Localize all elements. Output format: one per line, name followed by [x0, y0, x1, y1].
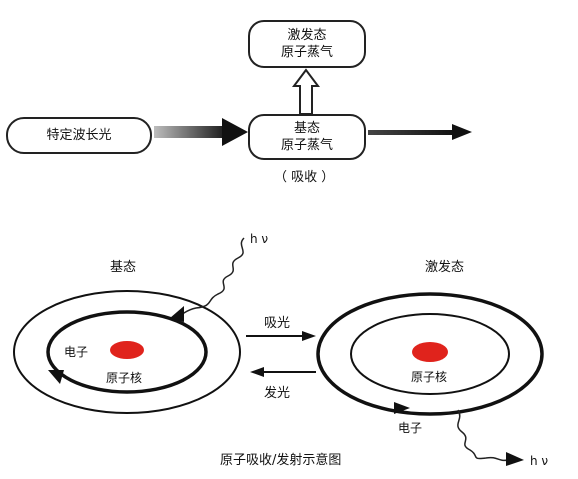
light-to-ground-arrow — [154, 118, 248, 146]
inner-orbit-left — [46, 310, 208, 394]
photon-wave-out — [457, 409, 509, 462]
emit-arrow — [250, 367, 316, 377]
electron-label-right: 电子 — [398, 421, 423, 435]
nucleus-label-left: 原子核 — [106, 371, 143, 385]
excited-state-label: 激发态 — [425, 260, 465, 275]
excited-vapor-box: 激发态 原子蒸气 — [248, 20, 366, 68]
ground-state-atom — [13, 237, 245, 414]
ground-box-line2: 原子蒸气 — [280, 138, 333, 153]
electron-arrow-left — [48, 370, 64, 384]
emit-label: 发光 — [264, 386, 291, 401]
excited-box-line2: 原子蒸气 — [280, 45, 333, 60]
excited-state-atom — [316, 292, 544, 466]
excited-box-line1: 激发态 — [287, 28, 327, 43]
ground-state-label: 基态 — [110, 260, 137, 275]
photon-out-label: h ν — [530, 454, 549, 468]
photon-in-arrowhead — [170, 306, 184, 322]
absorb-label: 吸光 — [264, 316, 291, 331]
nucleus-left — [110, 341, 144, 359]
specific-wavelength-light-box: 特定波长光 — [6, 117, 152, 154]
absorb-arrow — [246, 331, 316, 341]
absorb-caption: （ 吸收 ） — [274, 170, 335, 185]
ground-vapor-box: 基态 原子蒸气 — [248, 114, 366, 160]
electron-label-left: 电子 — [64, 345, 89, 359]
transmitted-light-arrow — [368, 124, 472, 140]
ground-box-line1: 基态 — [293, 121, 320, 136]
photon-out-arrowhead — [506, 452, 524, 466]
photon-in-label: h ν — [250, 232, 269, 246]
photon-wave-in — [177, 237, 245, 317]
outer-orbit-right — [316, 292, 544, 416]
light-box-label: 特定波长光 — [46, 128, 112, 143]
inner-orbit-right — [350, 313, 510, 395]
figure-caption: 原子吸收/发射示意图 — [220, 453, 342, 468]
excitation-up-arrow — [292, 68, 320, 115]
nucleus-right — [412, 342, 448, 362]
outer-orbit-left — [13, 290, 241, 414]
electron-arrow-right — [394, 402, 410, 414]
nucleus-label-right: 原子核 — [411, 370, 448, 384]
